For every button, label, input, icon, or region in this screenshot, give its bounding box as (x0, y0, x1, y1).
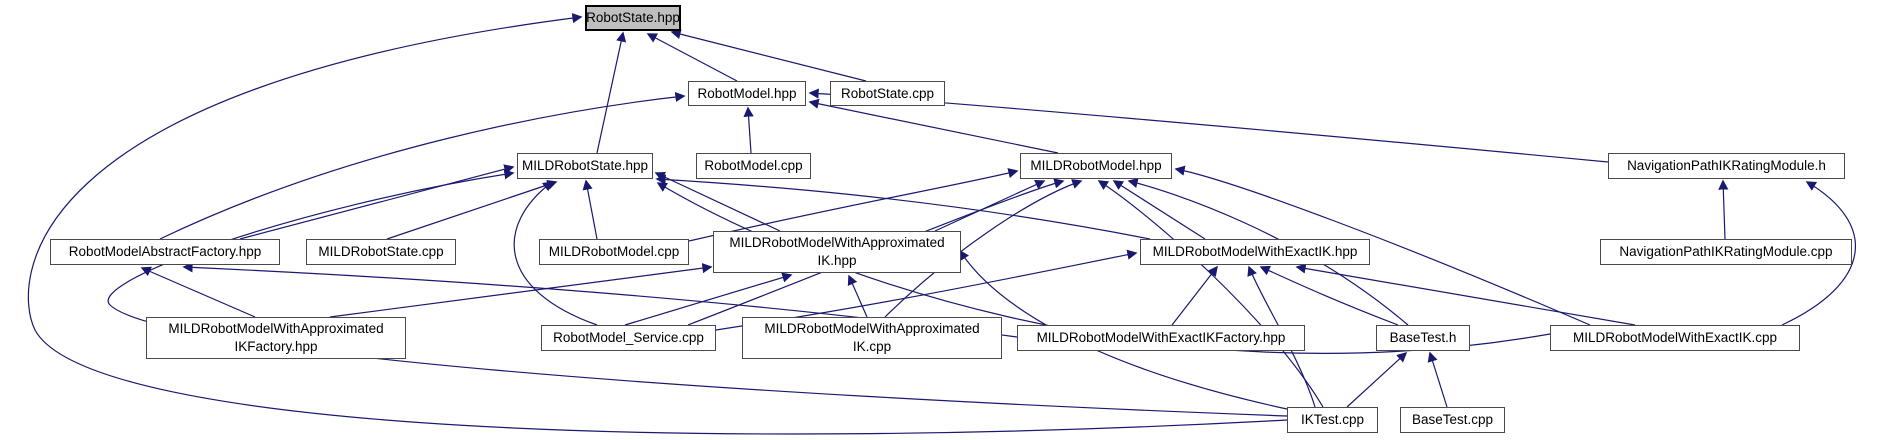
node-label: BaseTest.h (1389, 330, 1457, 345)
edge-exactik-hpp-to-mildrobotstate-hpp (655, 174, 1151, 240)
node-mildrobotmodelwithapproximatedikfactory-hpp[interactable]: MILDRobotModelWithApproximated IKFactory… (146, 317, 406, 359)
node-mildrobotmodelwithexactik-cpp[interactable]: MILDRobotModelWithExactIK.cpp (1550, 325, 1800, 351)
edge-robotmodel-service-cpp-to-approxik-hpp (624, 272, 793, 326)
edge-mildrobotmodel-cpp-to-mildrobotmodel-hpp (688, 168, 1019, 242)
node-label: IKFactory.hpp (234, 339, 318, 354)
node-label: IK.hpp (817, 253, 857, 268)
edge-mildrobotmodel-cpp-to-mildrobotstate-hpp (582, 179, 598, 240)
node-mildrobotmodelwithapproximatedik-hpp[interactable]: MILDRobotModelWithApproximated IK.hpp (713, 231, 961, 273)
node-robotstate-hpp: RobotState.hpp (585, 5, 681, 31)
node-label: NavigationPathIKRatingModule.h (1627, 158, 1826, 173)
edge-iktest-cpp-to-mildrobotstate-hpp (107, 169, 1288, 417)
node-mildrobotmodelwithexactikfactory-hpp[interactable]: MILDRobotModelWithExactIKFactory.hpp (1017, 325, 1305, 351)
node-label: MILDRobotModelWithApproximated (764, 321, 980, 336)
node-label: RobotModel.cpp (704, 158, 803, 173)
edge-robotmodel-cpp-to-robotmodel-hpp (743, 106, 754, 154)
node-label: RobotState.cpp (840, 85, 935, 101)
edge-approxikfactory-hpp-to-approxik-hpp (329, 263, 713, 318)
edge-exactik-cpp-to-navigationpathikratingmodule-h (1781, 181, 1856, 326)
node-navigationpathikratingmodule-cpp[interactable]: NavigationPathIKRatingModule.cpp (1600, 239, 1852, 265)
node-label: RobotModel.hpp (697, 85, 797, 101)
node-label: MILDRobotState.hpp (521, 158, 649, 173)
node-label: MILDRobotModelWithApproximated (729, 235, 945, 250)
node-basetest-cpp[interactable]: BaseTest.cpp (1400, 407, 1505, 433)
edge-iktest-cpp-to-basetest-h (1346, 351, 1408, 408)
node-navigationpathikratingmodule-h[interactable]: NavigationPathIKRatingModule.h (1608, 153, 1845, 179)
node-robotmodel-service-cpp[interactable]: RobotModel_Service.cpp (541, 325, 716, 351)
edge-robotmodelabstractfactory-hpp-to-robotmodel-hpp (159, 91, 686, 240)
edge-exactik-hpp-to-mildrobotmodel-hpp (1112, 180, 1206, 240)
node-label: MILDRobotModelWithApproximated (168, 321, 384, 336)
node-robotmodel-cpp[interactable]: RobotModel.cpp (696, 153, 811, 179)
edge-robotmodelabstractfactory-hpp-to-mildrobotstate-hpp (239, 164, 515, 240)
edge-exactikfactory-hpp-to-exactik-hpp (1171, 265, 1218, 326)
edge-robotmodel-service-cpp-to-mildrobotstate-hpp (513, 181, 598, 326)
node-robotstate-cpp[interactable]: RobotState.cpp (830, 81, 945, 106)
edge-approxik-cpp-to-mildrobotmodel-hpp (884, 179, 1083, 318)
edge-approxik-hpp-to-mildrobotstate-hpp (654, 172, 781, 232)
edge-approxikfactory-hpp-to-robotmodelabstractfactory-hpp (140, 266, 256, 318)
edge-basetest-cpp-to-basetest-h (1427, 351, 1448, 408)
edge-mildrobotstate-hpp-to-robotstate-hpp (596, 31, 627, 154)
node-label: RobotState.hpp (586, 10, 680, 25)
node-label: NavigationPathIKRatingModule.cpp (1619, 244, 1833, 259)
node-robotmodel-hpp[interactable]: RobotModel.hpp (688, 81, 806, 106)
edge-iktest-cpp-to-robotstate-hpp (27, 13, 1288, 435)
edge-robotstate-cpp-to-robotstate-hpp (670, 29, 867, 82)
node-mildrobotmodelwithapproximatedik-cpp[interactable]: MILDRobotModelWithApproximated IK.cpp (742, 317, 1002, 359)
node-mildrobotstate-hpp[interactable]: MILDRobotState.hpp (517, 153, 653, 179)
edge-exactik-cpp-to-mildrobotstate-hpp (656, 182, 1551, 354)
node-label: BaseTest.cpp (1411, 412, 1494, 427)
node-iktest-cpp[interactable]: IKTest.cpp (1287, 407, 1378, 433)
edge-approxik-hpp-to-mildrobotmodel-hpp (934, 179, 1046, 232)
node-label: MILDRobotModel.cpp (548, 244, 680, 259)
edge-mildrobotstate-cpp-to-mildrobotstate-hpp (386, 179, 558, 240)
edge-mildrobotmodel-hpp-to-robotmodel-hpp (808, 98, 1059, 154)
node-mildrobotmodel-cpp[interactable]: MILDRobotModel.cpp (539, 239, 689, 265)
node-label: RobotModelAbstractFactory.hpp (68, 244, 262, 259)
edge-approxik-cpp-to-approxik-hpp (847, 274, 868, 318)
node-label: MILDRobotState.cpp (318, 244, 444, 259)
edge-basetest-h-to-mildrobotmodel-hpp (1127, 178, 1409, 326)
edge-navigationpathikratingmodule-cpp-to-navigationpathikratingmodule-h (1718, 179, 1729, 240)
node-label: IKTest.cpp (1300, 412, 1365, 427)
edge-exactik-cpp-to-mildrobotmodel-hpp (1174, 165, 1591, 326)
node-label: MILDRobotModelWithExactIK.cpp (1572, 330, 1778, 345)
node-mildrobotmodelwithexactik-hpp[interactable]: MILDRobotModelWithExactIK.hpp (1140, 239, 1370, 265)
node-label: MILDRobotModelWithExactIK.hpp (1152, 244, 1358, 259)
edge-basetest-h-to-exactik-hpp (1259, 265, 1399, 326)
node-label: MILDRobotModel.hpp (1030, 158, 1162, 173)
edge-iktest-cpp-to-mildrobotmodel-hpp (1097, 180, 1324, 408)
edge-exactik-cpp-to-exactik-hpp (1295, 263, 1636, 326)
node-basetest-h[interactable]: BaseTest.h (1376, 325, 1470, 351)
node-label: IK.cpp (852, 339, 892, 354)
edge-robotmodel-hpp-to-robotstate-hpp (646, 33, 738, 82)
node-label: MILDRobotModelWithExactIKFactory.hpp (1036, 330, 1286, 345)
node-mildrobotmodel-hpp[interactable]: MILDRobotModel.hpp (1020, 153, 1172, 179)
node-mildrobotstate-cpp[interactable]: MILDRobotState.cpp (306, 239, 456, 265)
node-label: RobotModel_Service.cpp (553, 330, 704, 345)
node-robotmodelabstractfactory-hpp[interactable]: RobotModelAbstractFactory.hpp (50, 239, 280, 265)
